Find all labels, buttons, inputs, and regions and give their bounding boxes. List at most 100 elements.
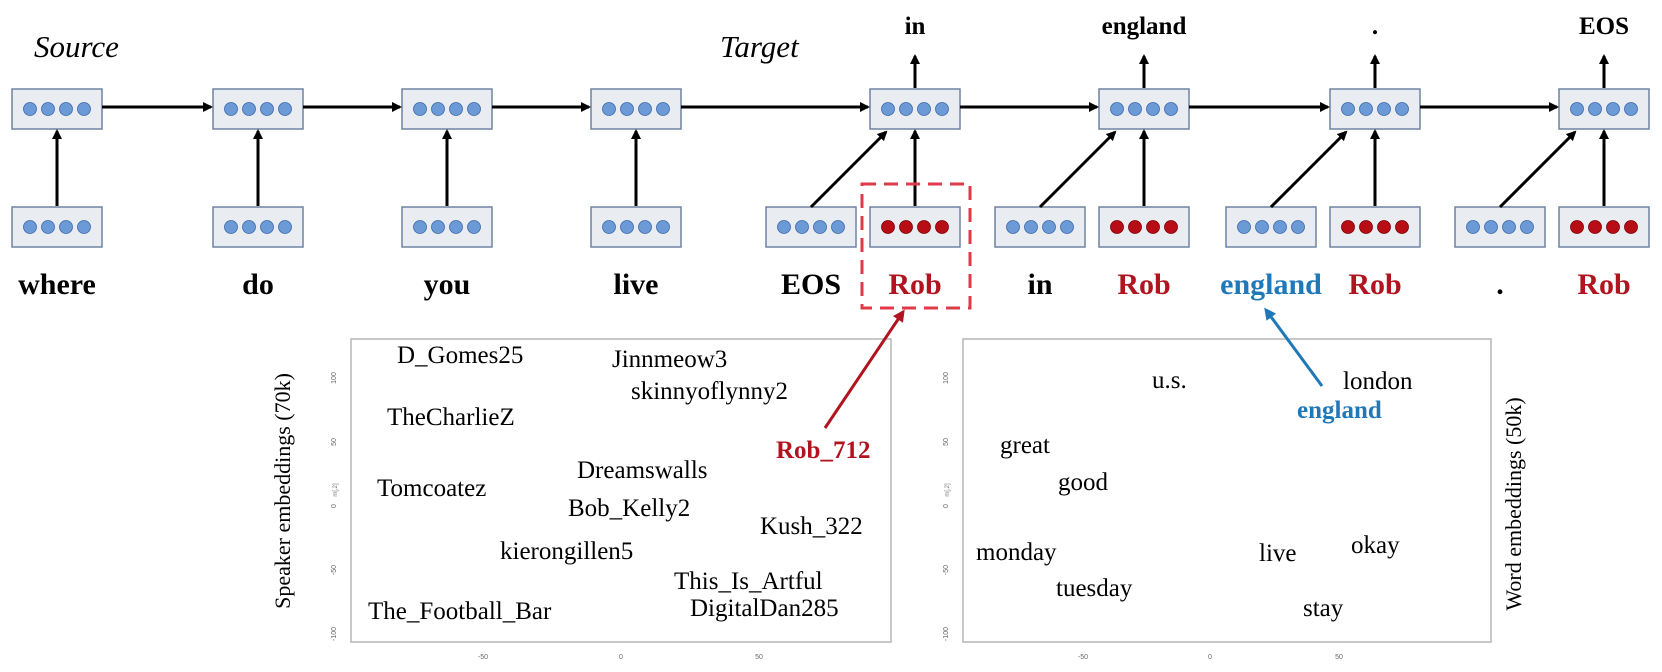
target-input-word-highlight: england (1220, 268, 1322, 301)
vector-dot (23, 102, 37, 116)
speaker-embedding (1098, 206, 1190, 248)
speaker-vector-dot (881, 220, 895, 234)
word-point: live (1259, 540, 1297, 567)
x-ticks: -50 0 50 (1078, 654, 1343, 661)
plot-frame (962, 338, 1492, 643)
vector-dot (242, 220, 256, 234)
vector-dot (620, 220, 634, 234)
vector-dot (1291, 220, 1305, 234)
word-point: u.s. (1152, 367, 1187, 394)
speaker-point: Tomcoatez (377, 475, 486, 502)
speaker-vector-dot (1395, 220, 1409, 234)
y-tick: 50 (331, 438, 338, 446)
speaker-highlight-box (860, 182, 972, 310)
vector-dot (449, 220, 463, 234)
x-ticks: -50 0 50 (478, 654, 763, 661)
vector-dot (1164, 102, 1178, 116)
source-label: Source (34, 29, 119, 64)
vector-dot (935, 102, 949, 116)
vector-dot (1273, 220, 1287, 234)
word-embedding (994, 206, 1086, 248)
vector-dot (1395, 102, 1409, 116)
encoder-state-2 (212, 88, 304, 130)
output-word: in (905, 13, 926, 40)
vector-dot (1570, 102, 1584, 116)
speaker-vector-dot (1624, 220, 1638, 234)
word-point: great (1000, 432, 1050, 459)
input-arrow (809, 130, 888, 209)
vector-dot (224, 220, 238, 234)
speaker-embedding (1558, 206, 1650, 248)
output-word: EOS (1579, 13, 1629, 40)
plot-frame (350, 338, 892, 643)
vector-dot (224, 102, 238, 116)
speaker-word: Rob (888, 268, 941, 301)
decoder-state-3 (1329, 88, 1421, 130)
speaker-embedding (1329, 206, 1421, 248)
y-tick: 50 (943, 438, 950, 446)
input-arrow (1269, 130, 1348, 209)
source-word: where (18, 268, 96, 301)
input-arrow (1038, 130, 1117, 209)
input-arrows (52, 129, 1609, 209)
x-tick: 0 (1208, 654, 1212, 661)
word-embedding (590, 206, 682, 248)
vector-dot (1255, 220, 1269, 234)
vector-dot (831, 220, 845, 234)
y-axis-name: m[,2] (945, 483, 951, 497)
vector-dot (1502, 220, 1516, 234)
vector-dot (260, 220, 274, 234)
vector-dot (431, 220, 445, 234)
speaker-vector-dot (1110, 220, 1124, 234)
vector-dot (1520, 220, 1534, 234)
word-point: okay (1351, 532, 1400, 559)
speaker-vector-dot (917, 220, 931, 234)
speaker-vector-dot (1606, 220, 1620, 234)
vector-dot (41, 220, 55, 234)
vector-dot (59, 220, 73, 234)
speaker-point: TheCharlieZ (387, 404, 515, 431)
y-tick: -100 (331, 627, 338, 641)
speaker-point: Jinnmeow3 (612, 346, 727, 373)
vector-dot (881, 102, 895, 116)
vector-dot (777, 220, 791, 234)
vector-dot (77, 220, 91, 234)
output-arrows (910, 54, 1609, 88)
vector-dot (278, 102, 292, 116)
vector-dot (467, 220, 481, 234)
speaker-plot-axis-label: Speaker embeddings (70k) (270, 373, 295, 609)
word-point-highlight: england (1297, 397, 1382, 424)
vector-dot (1146, 102, 1160, 116)
vector-dot (620, 102, 634, 116)
vector-dot (656, 220, 670, 234)
word-embedding (401, 206, 493, 248)
vector-dot (260, 102, 274, 116)
speaker-point: DigitalDan285 (690, 595, 839, 622)
vector-dot (1484, 220, 1498, 234)
y-tick: 100 (943, 372, 950, 384)
word-pointer-arrow (1264, 307, 1324, 387)
decoder-state-1 (869, 88, 961, 130)
speaker-vector-dot (935, 220, 949, 234)
target-input-word: EOS (781, 268, 841, 301)
word-point: london (1343, 368, 1413, 395)
vector-dot (1624, 102, 1638, 116)
word-plot-axis-label: Word embeddings (50k) (1501, 397, 1526, 610)
target-input-word: . (1496, 268, 1504, 301)
y-tick: 0 (331, 504, 338, 508)
word-point: stay (1303, 595, 1344, 622)
vector-dot (638, 220, 652, 234)
speaker-word: Rob (1117, 268, 1170, 301)
speaker-point: kierongillen5 (500, 538, 633, 565)
word-embedding-plot: m[,2] 100 50 0 -50 -100 -50 0 50 Word em… (943, 338, 1526, 661)
hidden-state-row (11, 88, 1650, 130)
word-embedding (11, 206, 103, 248)
y-axis-name: m[,2] (333, 483, 339, 497)
vector-dot (1128, 102, 1142, 116)
speaker-vector-dot (1570, 220, 1584, 234)
speaker-point: D_Gomes25 (397, 342, 523, 369)
y-tick: -50 (943, 565, 950, 575)
word-embedding (1225, 206, 1317, 248)
speaker-vector-dot (1588, 220, 1602, 234)
vector-dot (602, 102, 616, 116)
